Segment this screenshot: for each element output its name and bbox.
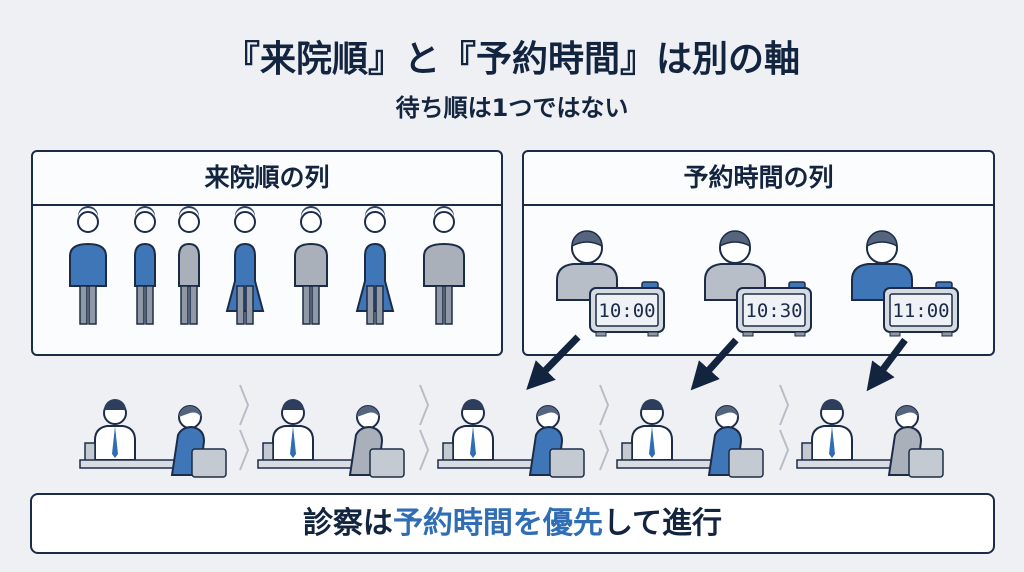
person-icon xyxy=(134,205,156,325)
person-icon xyxy=(225,205,265,325)
person-icon xyxy=(423,205,465,325)
alarm-clock-icon: 10:00 xyxy=(589,281,665,337)
consultation-scene xyxy=(79,398,227,478)
appointment-time-heading: 予約時間の列 xyxy=(524,152,993,206)
svg-text:11:00: 11:00 xyxy=(892,300,949,322)
arrow-icon xyxy=(690,337,739,391)
banner-prefix: 診察は xyxy=(302,506,393,541)
alarm-clock-icon: 10:30 xyxy=(736,281,812,337)
consultation-scene xyxy=(796,398,944,478)
page-subtitle: 待ち順は1つではない xyxy=(395,94,629,122)
person-icon xyxy=(178,205,200,325)
consultation-scene xyxy=(437,398,585,478)
banner-suffix: して進行 xyxy=(602,506,723,541)
conclusion-banner: 診察は予約時間を優先して進行 xyxy=(30,493,995,554)
person-icon xyxy=(69,205,107,325)
person-icon xyxy=(294,205,328,325)
arrival-queue xyxy=(69,205,465,325)
arrow-icon xyxy=(526,334,581,391)
person-icon xyxy=(355,205,395,325)
svg-text:10:30: 10:30 xyxy=(745,300,802,322)
svg-text:10:00: 10:00 xyxy=(598,300,655,322)
arrow-icons xyxy=(526,334,908,392)
consultation-scene xyxy=(257,398,405,478)
chevron-icons xyxy=(239,384,790,471)
appointment-queue: 10:00 10:30 11:00 xyxy=(556,230,959,337)
consultation-scenes xyxy=(79,384,944,478)
arrival-order-heading: 来院順の列 xyxy=(33,152,501,206)
banner-highlight: 予約時間を優先 xyxy=(392,506,603,541)
alarm-clock-icon: 11:00 xyxy=(883,281,959,337)
page-title: 『来院順』と『予約時間』は別の軸 xyxy=(223,39,800,80)
consultation-scene xyxy=(616,398,764,478)
arrow-icon xyxy=(866,337,908,392)
